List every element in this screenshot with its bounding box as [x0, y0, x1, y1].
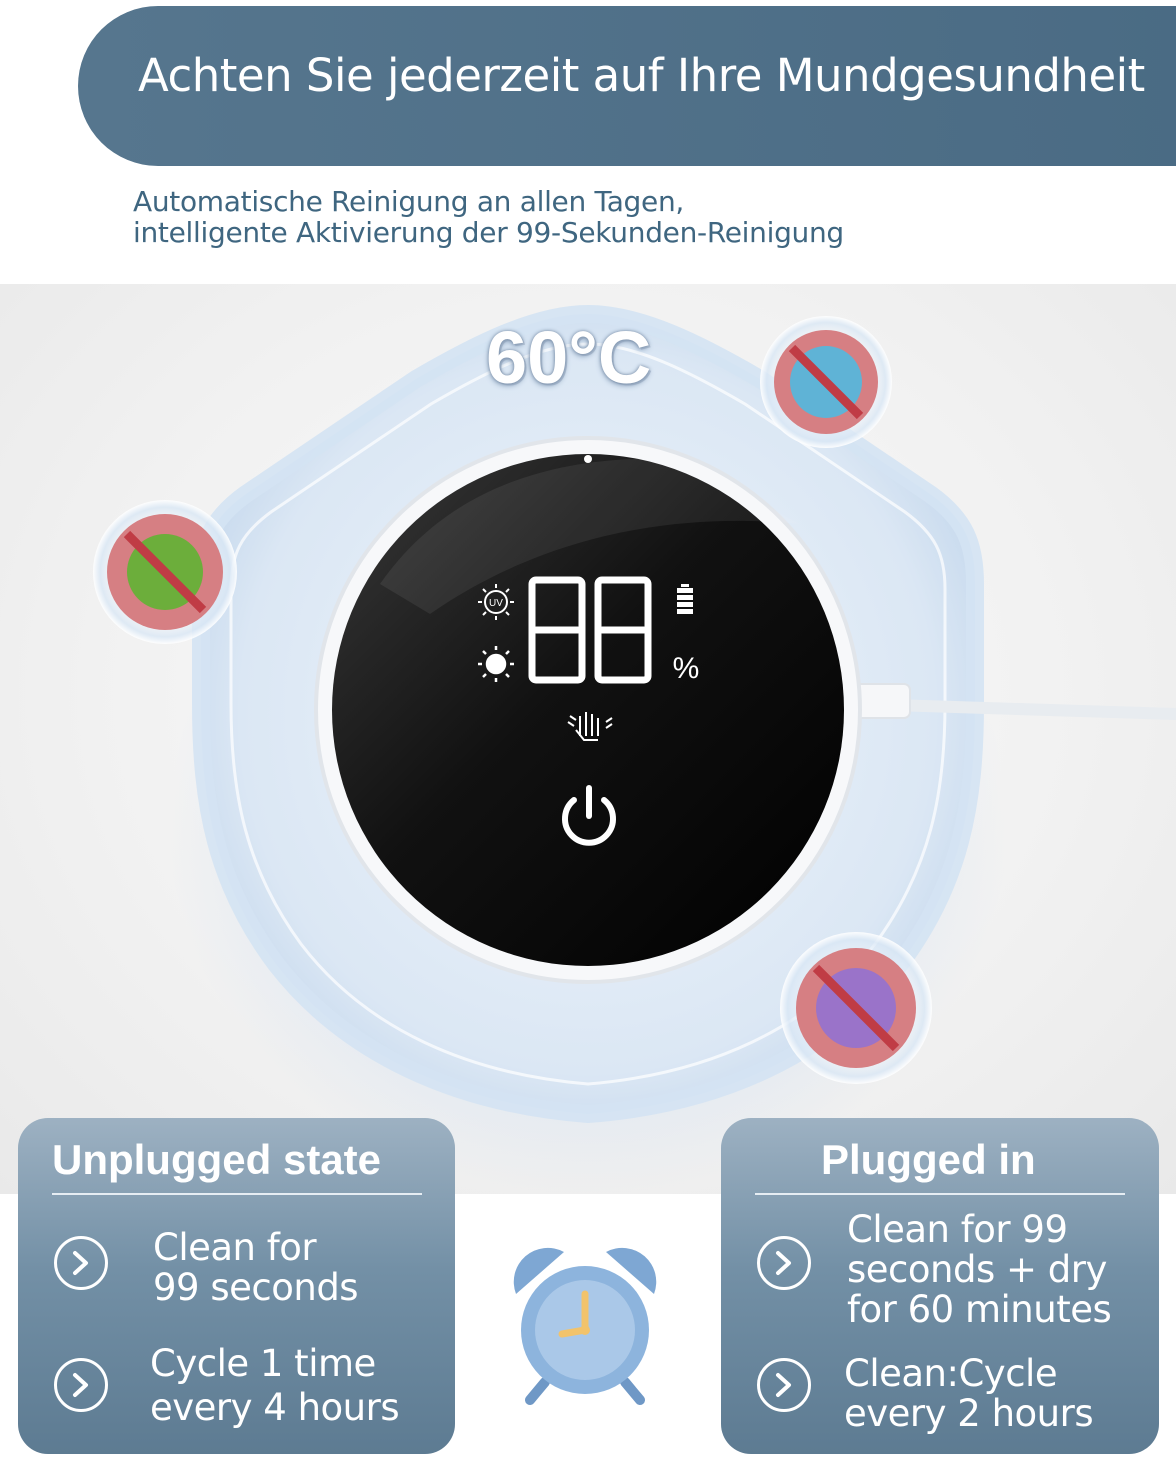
plugged-item-2: Clean:Cycle every 2 hours — [844, 1352, 1094, 1435]
unplugged-item-1: Clean for 99 seconds — [153, 1226, 359, 1309]
battery-icon — [677, 584, 693, 614]
chevron-right-icon — [54, 1358, 108, 1412]
plugged-divider — [755, 1193, 1125, 1195]
usb-cable — [854, 698, 1176, 720]
chevron-right-icon — [757, 1236, 811, 1290]
product-illustration: UV % — [93, 304, 1176, 1194]
sun-icon — [478, 646, 514, 682]
germ-bubble-top-right — [760, 316, 892, 448]
device-screen — [332, 454, 844, 966]
power-icon[interactable] — [562, 785, 616, 846]
subtitle-line-2: intelligente Aktivierung der 99-Sekunden… — [133, 216, 844, 249]
uv-label: UV — [489, 598, 503, 609]
percent-sign: % — [673, 652, 700, 685]
germ-bubble-bottom-right — [780, 932, 932, 1084]
chevron-right-icon — [54, 1236, 108, 1290]
plugged-card: Plugged in Clean for 99 seconds + dry fo… — [721, 1118, 1159, 1454]
chevron-right-icon — [757, 1358, 811, 1412]
page-title: Achten Sie jederzeit auf Ihre Mundgesund… — [138, 49, 1145, 102]
header-banner — [78, 6, 1176, 166]
digit-display — [528, 576, 652, 684]
unplugged-item-2: Cycle 1 time every 4 hours — [150, 1342, 400, 1429]
page-subtitle: Automatische Reinigung an allen Tagen, i… — [133, 186, 1033, 248]
temperature-label: 60°C — [486, 316, 652, 399]
plugged-title: Plugged in — [821, 1136, 1036, 1183]
unplugged-card: Unplugged state Clean for 99 seconds Cyc… — [18, 1118, 455, 1454]
hand-sensor-icon — [567, 712, 613, 741]
product-scene: UV % — [0, 284, 1176, 1194]
plugged-item-1: Clean for 99 seconds + dry for 60 minute… — [847, 1208, 1112, 1331]
alarm-clock-icon — [513, 1247, 657, 1405]
unplugged-divider — [52, 1193, 422, 1195]
subtitle-line-1: Automatische Reinigung an allen Tagen, — [133, 185, 684, 218]
germ-bubble-left — [93, 500, 237, 644]
unplugged-title: Unplugged state — [52, 1136, 382, 1183]
uv-icon — [478, 584, 514, 620]
